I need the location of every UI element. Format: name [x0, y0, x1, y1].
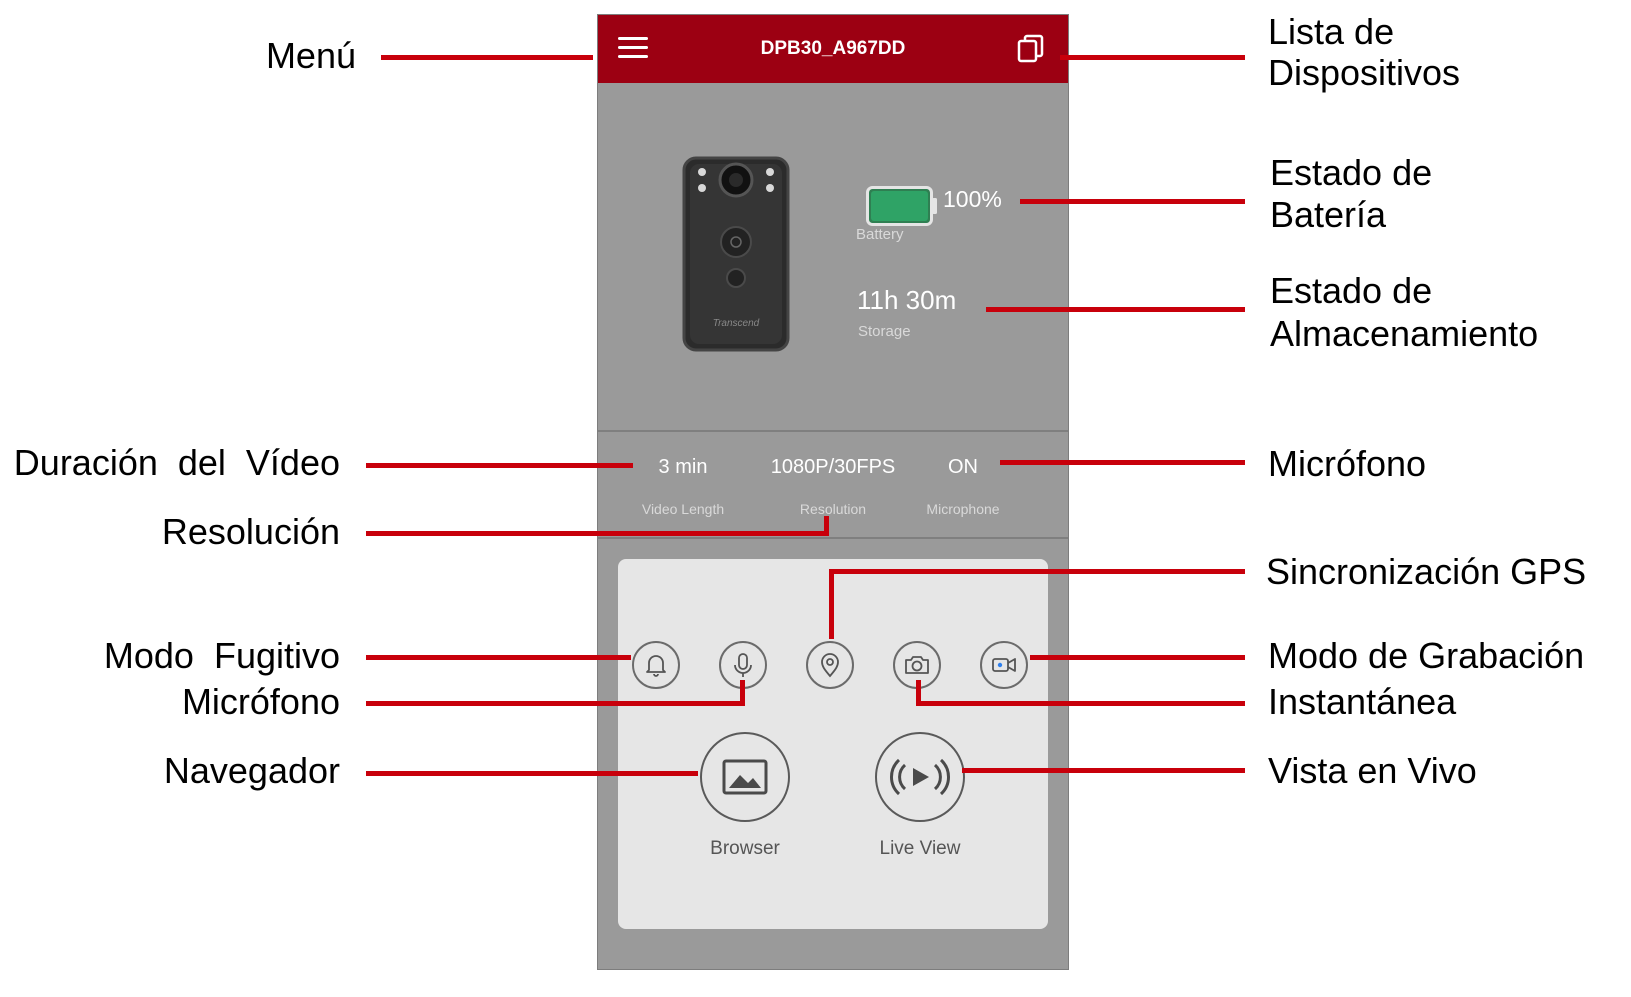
- bell-icon: [646, 655, 666, 677]
- leader-line: [366, 655, 631, 660]
- callout-device-list-line2: Dispositivos: [1268, 52, 1461, 93]
- callout-video-length: Duración del Vídeo: [13, 442, 340, 483]
- callout-menu: Menú: [265, 35, 356, 76]
- callout-microphone-toggle: Micrófono: [181, 681, 340, 722]
- leader-line: [366, 771, 698, 776]
- leader-line: [366, 463, 633, 468]
- storage-remaining: 11h 30m: [857, 285, 957, 315]
- gps-pin-icon: [821, 653, 839, 678]
- callout-storage-line2: Almacenamiento: [1270, 313, 1539, 354]
- browser-button[interactable]: [700, 732, 790, 822]
- image-gallery-icon: [722, 759, 768, 795]
- storage-label: Storage: [858, 323, 911, 340]
- top-bar: DPB30_A967DD: [598, 15, 1068, 83]
- leader-line: [829, 569, 1245, 574]
- leader-line: [740, 680, 745, 706]
- device-name-title: DPB30_A967DD: [760, 38, 906, 59]
- leader-line: [381, 55, 593, 60]
- leader-line: [366, 531, 829, 536]
- microphone-status-label: Microphone: [926, 501, 1000, 517]
- leader-line: [1060, 55, 1245, 60]
- leader-line: [366, 701, 745, 706]
- leader-line: [829, 569, 834, 639]
- divider: [598, 430, 1068, 432]
- microphone-status-value[interactable]: ON: [948, 456, 978, 478]
- device-list-icon[interactable]: [1016, 33, 1046, 63]
- resolution-label: Resolution: [799, 501, 867, 517]
- recording-mode-button[interactable]: [980, 641, 1028, 689]
- callout-device-list-line1: Lista de: [1268, 11, 1395, 52]
- live-view-button[interactable]: [875, 732, 965, 822]
- video-record-icon: [992, 658, 1016, 672]
- resolution-value[interactable]: 1080P/30FPS: [770, 456, 896, 478]
- svg-text:Transcend: Transcend: [713, 318, 760, 329]
- callout-gps-sync: Sincronización GPS: [1266, 551, 1587, 592]
- callout-fugitive-mode: Modo Fugitivo: [103, 635, 340, 676]
- callout-recording-mode: Modo de Grabación: [1268, 635, 1585, 676]
- camera-snapshot-icon: [905, 656, 929, 674]
- leader-line: [824, 516, 829, 536]
- battery-percentage: 100%: [943, 186, 1002, 212]
- leader-line: [1030, 655, 1245, 660]
- hamburger-menu-icon[interactable]: [618, 37, 648, 61]
- callout-battery-line2: Batería: [1270, 194, 1387, 235]
- video-length-value[interactable]: 3 min: [658, 456, 708, 478]
- gps-sync-button[interactable]: [806, 641, 854, 689]
- leader-line: [1000, 460, 1245, 465]
- callout-storage-line1: Estado de: [1270, 270, 1433, 311]
- live-view-label: Live View: [879, 838, 961, 859]
- callout-live-view: Vista en Vivo: [1268, 750, 1477, 791]
- live-broadcast-icon: [889, 758, 951, 796]
- callout-microphone-status: Micrófono: [1268, 443, 1427, 484]
- battery-icon: [866, 186, 937, 226]
- fugitive-mode-button[interactable]: [632, 641, 680, 689]
- microphone-icon: [734, 653, 752, 677]
- leader-line: [962, 768, 1245, 773]
- browser-label: Browser: [710, 838, 780, 859]
- leader-line: [916, 701, 1245, 706]
- battery-label: Battery: [856, 226, 904, 243]
- leader-line: [916, 680, 921, 706]
- leader-line: [1020, 199, 1245, 204]
- divider: [598, 537, 1068, 539]
- callout-resolution: Resolución: [161, 511, 340, 552]
- callout-snapshot: Instantánea: [1268, 681, 1457, 722]
- phone-screen: DPB30_A967DD Transcend 100% Battery 11h …: [597, 14, 1069, 970]
- callout-battery-line1: Estado de: [1270, 152, 1433, 193]
- callout-browser: Navegador: [163, 750, 340, 791]
- video-length-label: Video Length: [641, 501, 725, 517]
- leader-line: [986, 307, 1245, 312]
- body-camera-image: Transcend: [682, 156, 790, 352]
